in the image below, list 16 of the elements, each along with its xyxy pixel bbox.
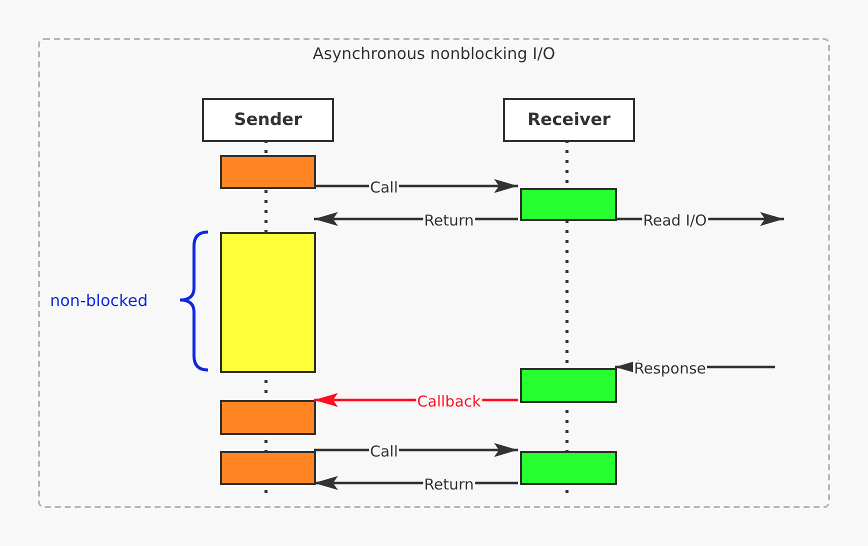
participant-box [202,98,334,142]
brace-label: non-blocked [50,291,148,310]
participant-name: Sender [234,110,302,130]
activation-bar [520,188,617,221]
participant-name: Receiver [527,110,611,130]
activation-bar [220,400,316,435]
edge-label: Response [632,360,708,378]
edge-label: Read I/O [642,212,708,230]
dashed-frame [38,38,830,508]
frame-title: Asynchronous nonblocking I/O [312,44,556,63]
activation-bar [520,451,617,485]
activation-bar [220,155,316,189]
activation-bar [520,368,617,403]
activation-bar [220,451,316,485]
participant-box [503,98,635,142]
activation-bar [220,232,316,373]
